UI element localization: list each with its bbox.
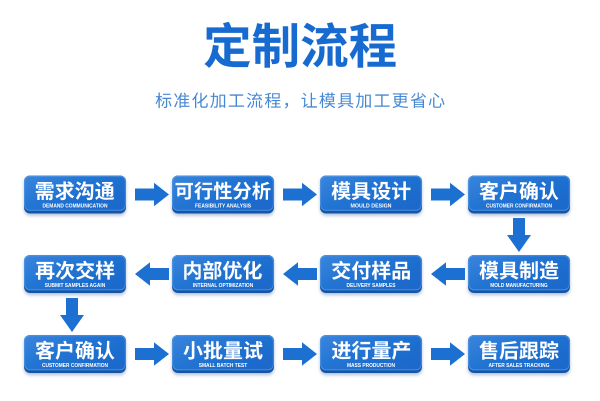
svg-text:FEASIBILITY ANALYSIS: FEASIBILITY ANALYSIS (195, 203, 251, 209)
svg-text:AFTER SALES TRACKING: AFTER SALES TRACKING (489, 363, 550, 369)
svg-text:MOULD DESIGN: MOULD DESIGN (351, 203, 392, 209)
svg-text:INTERNAL OPTIMIZATION: INTERNAL OPTIMIZATION (193, 283, 254, 289)
svg-text:DELIVERY SAMPLES: DELIVERY SAMPLES (347, 283, 396, 289)
svg-text:DEMAND COMMUNICATION: DEMAND COMMUNICATION (43, 203, 108, 209)
svg-text:SUBMIT SAMPLES AGAIN: SUBMIT SAMPLES AGAIN (45, 283, 106, 289)
svg-text:MASS PRODUCTION: MASS PRODUCTION (347, 363, 395, 369)
svg-text:SMALL BATCH TEST: SMALL BATCH TEST (199, 363, 248, 369)
svg-text:CUSTOMER CONFIRMATION: CUSTOMER CONFIRMATION (42, 363, 108, 369)
svg-text:MOLD MANUFACTURING: MOLD MANUFACTURING (490, 283, 548, 289)
svg-text:CUSTOMER CONFIRMATION: CUSTOMER CONFIRMATION (486, 203, 552, 209)
